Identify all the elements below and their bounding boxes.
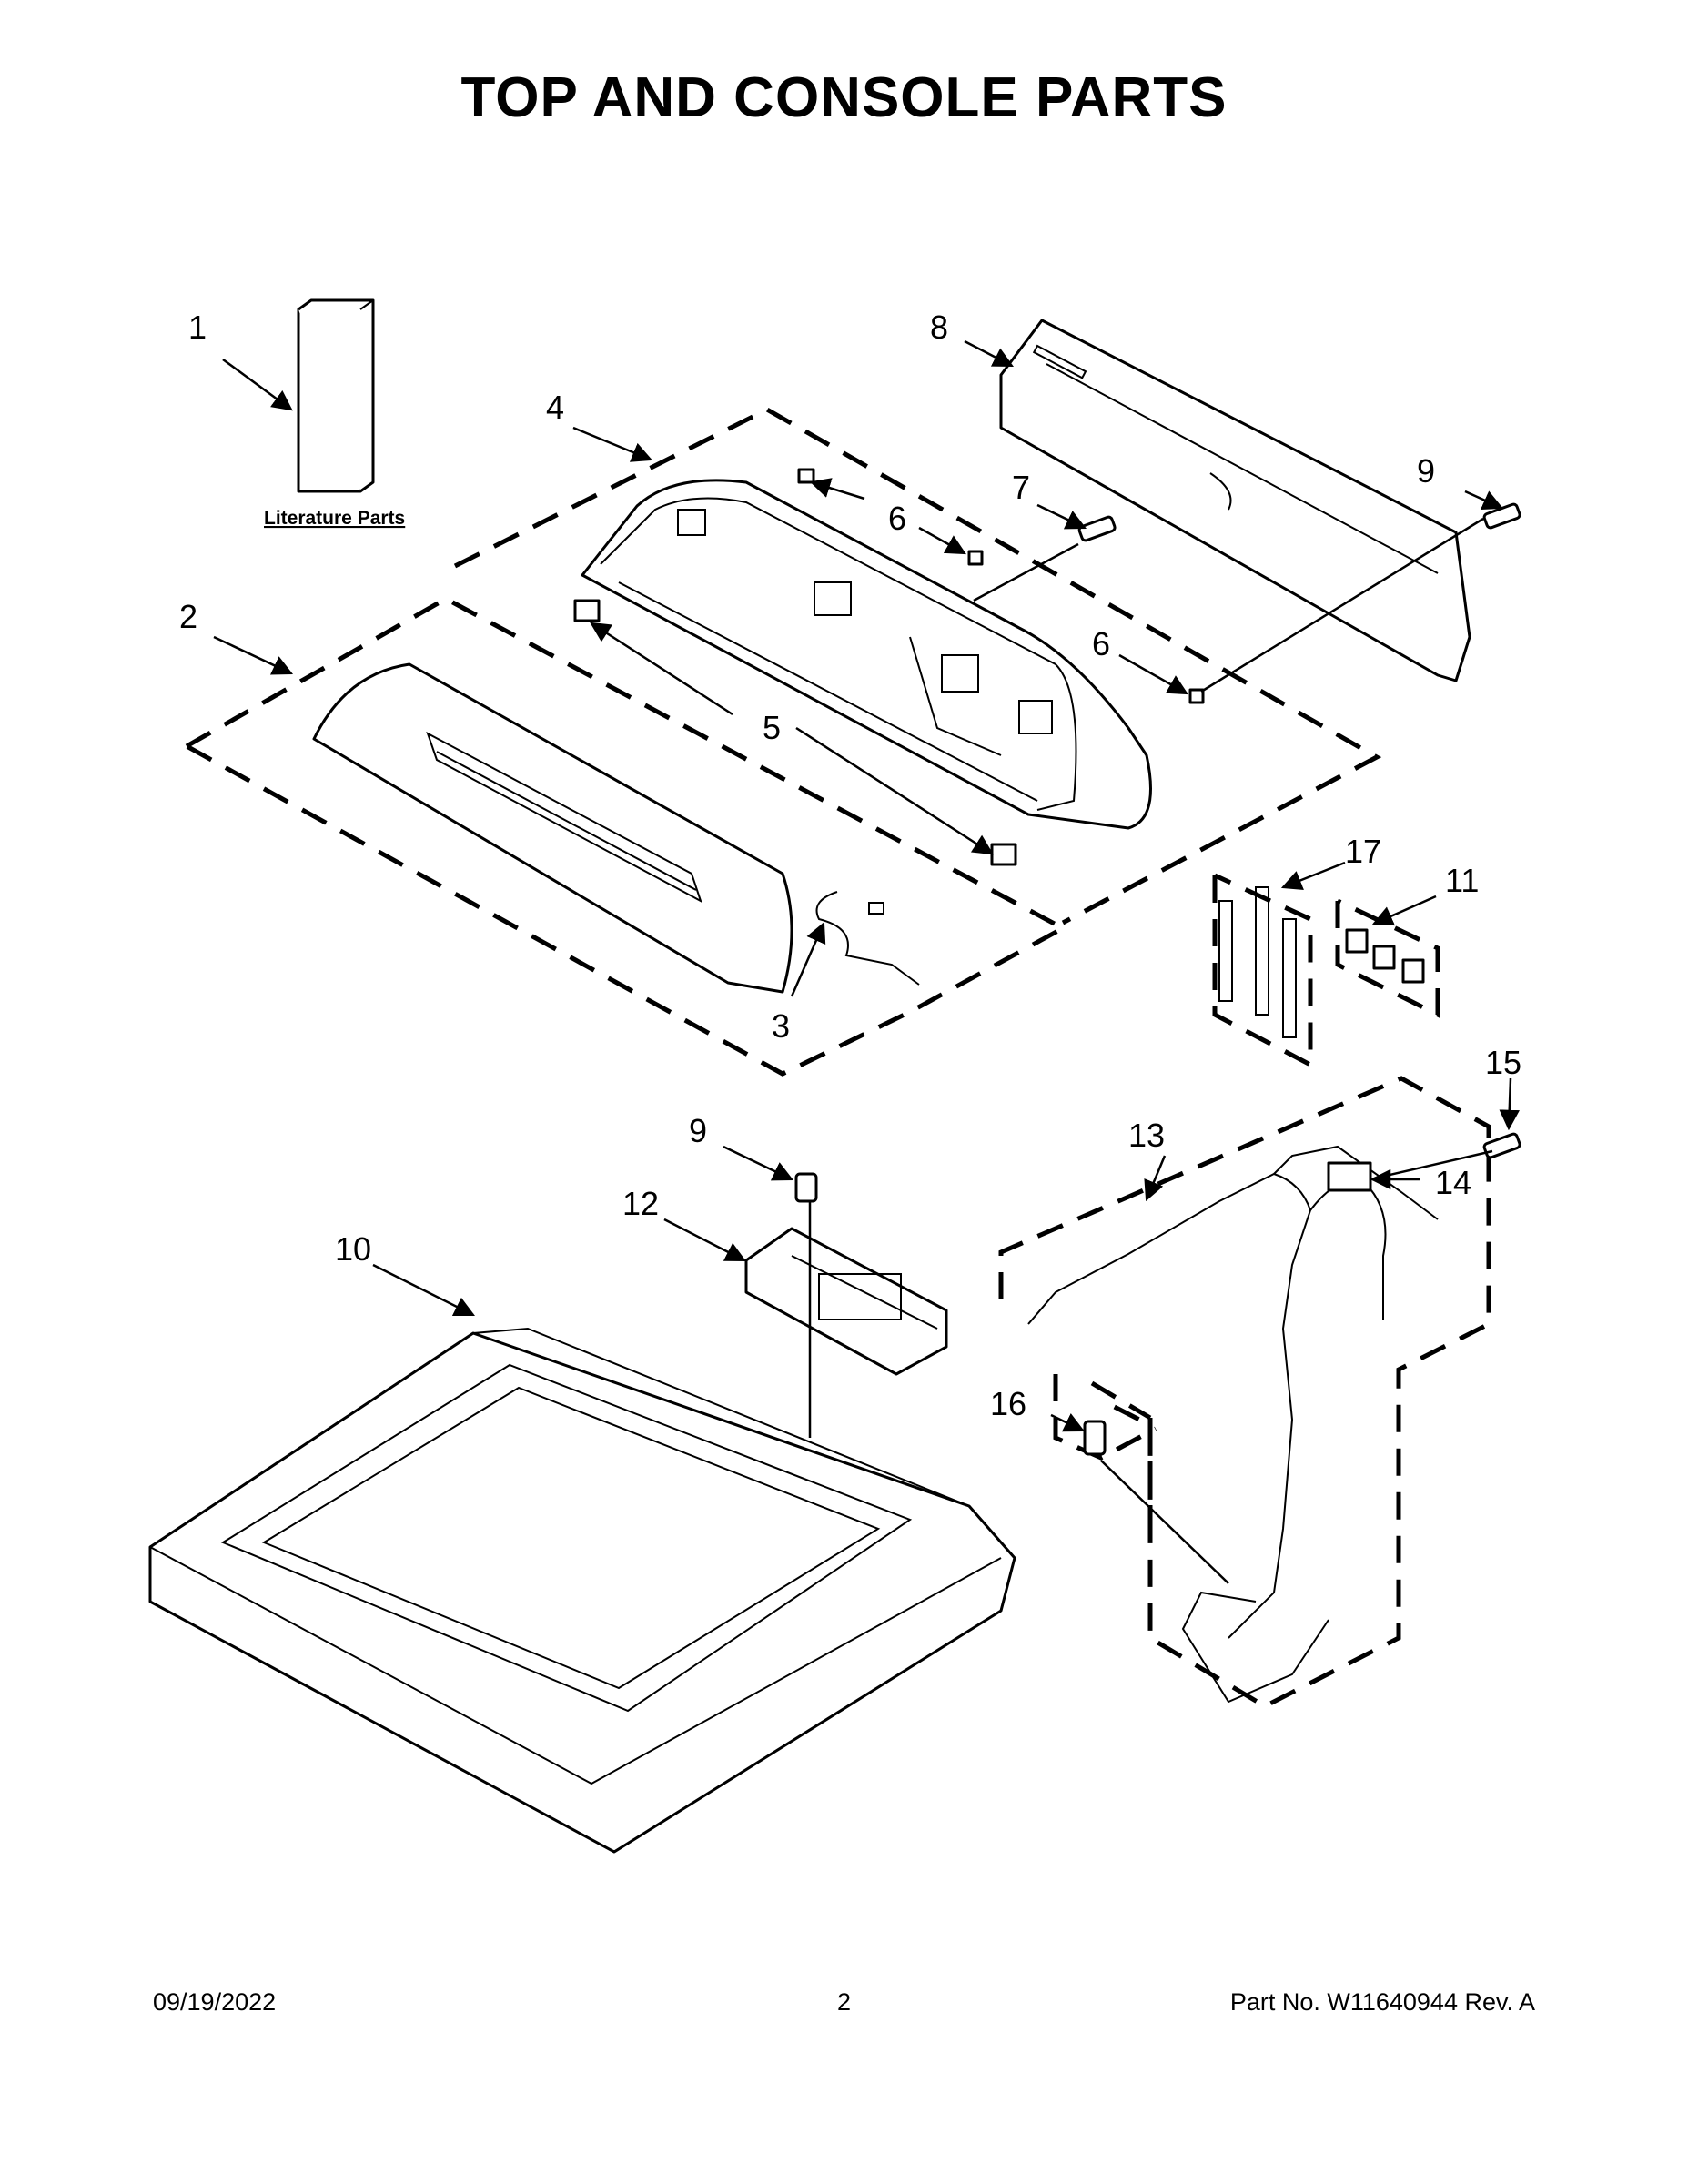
callout-6-lower: 6 xyxy=(1092,625,1110,662)
console-group-outline xyxy=(453,407,1382,925)
harness-group-outline xyxy=(998,1076,1491,1709)
clip-group-outline xyxy=(1335,898,1440,1019)
control-panel-overlay xyxy=(312,662,793,994)
wire-clips xyxy=(1345,928,1425,984)
callout-6-upper: 6 xyxy=(888,500,906,537)
screw-7 xyxy=(1077,515,1117,542)
clip-6-lower xyxy=(1188,688,1205,704)
footer-page-number: 2 xyxy=(836,1988,852,2016)
callout-2: 2 xyxy=(179,598,197,635)
console-rear-bracket xyxy=(999,318,1471,682)
screw-9-lower xyxy=(794,1172,818,1203)
control-panel-wire xyxy=(815,891,920,986)
callout-14: 14 xyxy=(1435,1164,1471,1201)
callout-8: 8 xyxy=(930,308,948,346)
callout-1: 1 xyxy=(188,308,207,346)
callout-15: 15 xyxy=(1485,1044,1521,1081)
main-control-board xyxy=(744,1227,948,1376)
callout-16: 16 xyxy=(990,1385,1026,1422)
literature-parts-booklet xyxy=(297,298,375,493)
callout-11: 11 xyxy=(1445,862,1479,899)
callout-7: 7 xyxy=(1012,469,1030,506)
callout-9-upper: 9 xyxy=(1417,452,1435,490)
footer-date: 09/19/2022 xyxy=(153,1988,277,2016)
callout-9-lower: 9 xyxy=(689,1112,707,1149)
callout-4: 4 xyxy=(546,389,564,426)
callout-17: 17 xyxy=(1345,833,1381,870)
wire-grommets xyxy=(1218,886,1297,1038)
screw-9-upper xyxy=(1482,502,1521,530)
grommet-group-outline xyxy=(1212,873,1313,1069)
console-housing xyxy=(581,479,1152,830)
terminal-block xyxy=(1327,1161,1372,1192)
washer-top-panel xyxy=(148,1327,1016,1854)
callout-10: 10 xyxy=(335,1230,371,1268)
page-title: TOP AND CONSOLE PARTS xyxy=(460,66,1228,129)
screw-16-box xyxy=(1053,1374,1157,1461)
callout-12: 12 xyxy=(622,1185,659,1222)
hinge-clip-5 xyxy=(573,599,1017,866)
callout-5: 5 xyxy=(763,709,781,746)
footer-part-number: Part No. W11640944 Rev. A xyxy=(1229,1988,1535,2016)
screw-16 xyxy=(1083,1420,1107,1456)
harness-lower-box xyxy=(1090,1380,1153,1547)
literature-parts-label: Literature Parts xyxy=(264,508,405,529)
callout-3: 3 xyxy=(772,1007,790,1045)
callout-13: 13 xyxy=(1128,1117,1165,1154)
